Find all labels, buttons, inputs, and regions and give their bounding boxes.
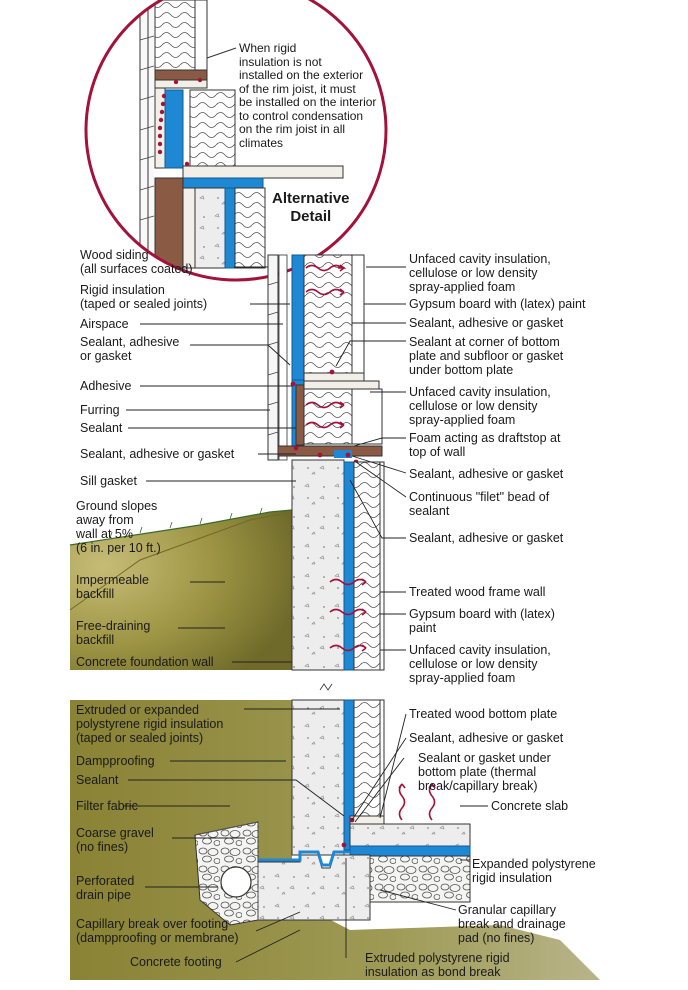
label-dampproofing: Dampproofing (76, 754, 155, 768)
label-polystyrene-insulation: Extruded or expanded polystyrene rigid i… (76, 703, 224, 745)
label-concrete-slab: Concrete slab (491, 799, 569, 813)
label-ground-slopes: Ground slopes away from wall at 5% (6 in… (76, 499, 161, 555)
label-filet-bead: Continuous "filet" bead of sealant (409, 490, 550, 518)
label-unfaced-cavity-1: Unfaced cavity insulation, cellulose or … (409, 252, 551, 294)
label-sealant-adhesive-gasket: Sealant, adhesive or gasket (80, 335, 180, 363)
alternative-detail-callout (84, 0, 388, 282)
label-sealant-corner-plate: Sealant at corner of bottom plate and su… (409, 335, 564, 377)
label-sealant-gasket-under-plate: Sealant or gasket under bottom plate (th… (418, 751, 551, 793)
label-impermeable-backfill: Impermeable backfill (76, 573, 149, 601)
label-granular-capillary: Granular capillary break and drainage pa… (458, 903, 566, 945)
label-eps-rigid: Expanded polystyrene rigid insulation (472, 857, 596, 885)
label-sealant-adhesive-gasket-r2: Sealant, adhesive or gasket (409, 467, 564, 481)
label-unfaced-cavity-2: Unfaced cavity insulation, cellulose or … (409, 385, 551, 427)
label-sealant-2: Sealant (76, 773, 119, 787)
below-grade-assembly (69, 459, 600, 980)
label-concrete-footing: Concrete footing (130, 955, 222, 969)
vapor-arrows (305, 264, 436, 821)
label-sill-gasket: Sill gasket (80, 474, 137, 488)
label-xps-bond-break: Extruded polystyrene rigid insulation as… (365, 951, 510, 979)
label-gypsum-1: Gypsum board with (latex) paint (409, 297, 586, 311)
label-treated-wood-frame-wall: Treated wood frame wall (409, 585, 546, 599)
label-sealant-adhesive-gasket-2: Sealant, adhesive or gasket (80, 447, 235, 461)
label-capillary-break-footing: Capillary break over footing (dampproofi… (76, 917, 239, 945)
label-free-draining-backfill: Free-draining backfill (76, 619, 151, 647)
label-filter-fabric: Filter fabric (76, 799, 138, 813)
label-unfaced-cavity-3: Unfaced cavity insulation, cellulose or … (409, 643, 551, 685)
label-rigid-insulation: Rigid insulation (taped or sealed joints… (80, 283, 208, 311)
label-drain-pipe: Perforated drain pipe (76, 874, 135, 902)
callout-title: Alternative Detail (272, 190, 350, 225)
label-furring: Furring (80, 403, 120, 417)
label-sealant-adhesive-gasket-r4: Sealant, adhesive or gasket (409, 731, 564, 745)
label-sealant-adhesive-gasket-r3: Sealant, adhesive or gasket (409, 531, 564, 545)
upper-wall-assembly (267, 254, 383, 465)
callout-note: When rigid insulation is not installed o… (239, 41, 377, 150)
label-foam-draftstop: Foam acting as draftstop at top of wall (409, 431, 561, 459)
label-adhesive: Adhesive (80, 379, 132, 393)
leader-lines (124, 266, 488, 963)
label-concrete-foundation-wall: Concrete foundation wall (76, 655, 214, 669)
label-sealant: Sealant (80, 421, 123, 435)
label-coarse-gravel: Coarse gravel (no fines) (76, 826, 154, 854)
label-airspace: Airspace (80, 317, 129, 331)
label-gypsum-2: Gypsum board with (latex) paint (409, 607, 555, 635)
label-treated-bottom-plate: Treated wood bottom plate (409, 707, 558, 721)
label-wood-siding: Wood siding (all surfaces coated) (80, 248, 193, 276)
label-sealant-adhesive-gasket-r1: Sealant, adhesive or gasket (409, 316, 564, 330)
